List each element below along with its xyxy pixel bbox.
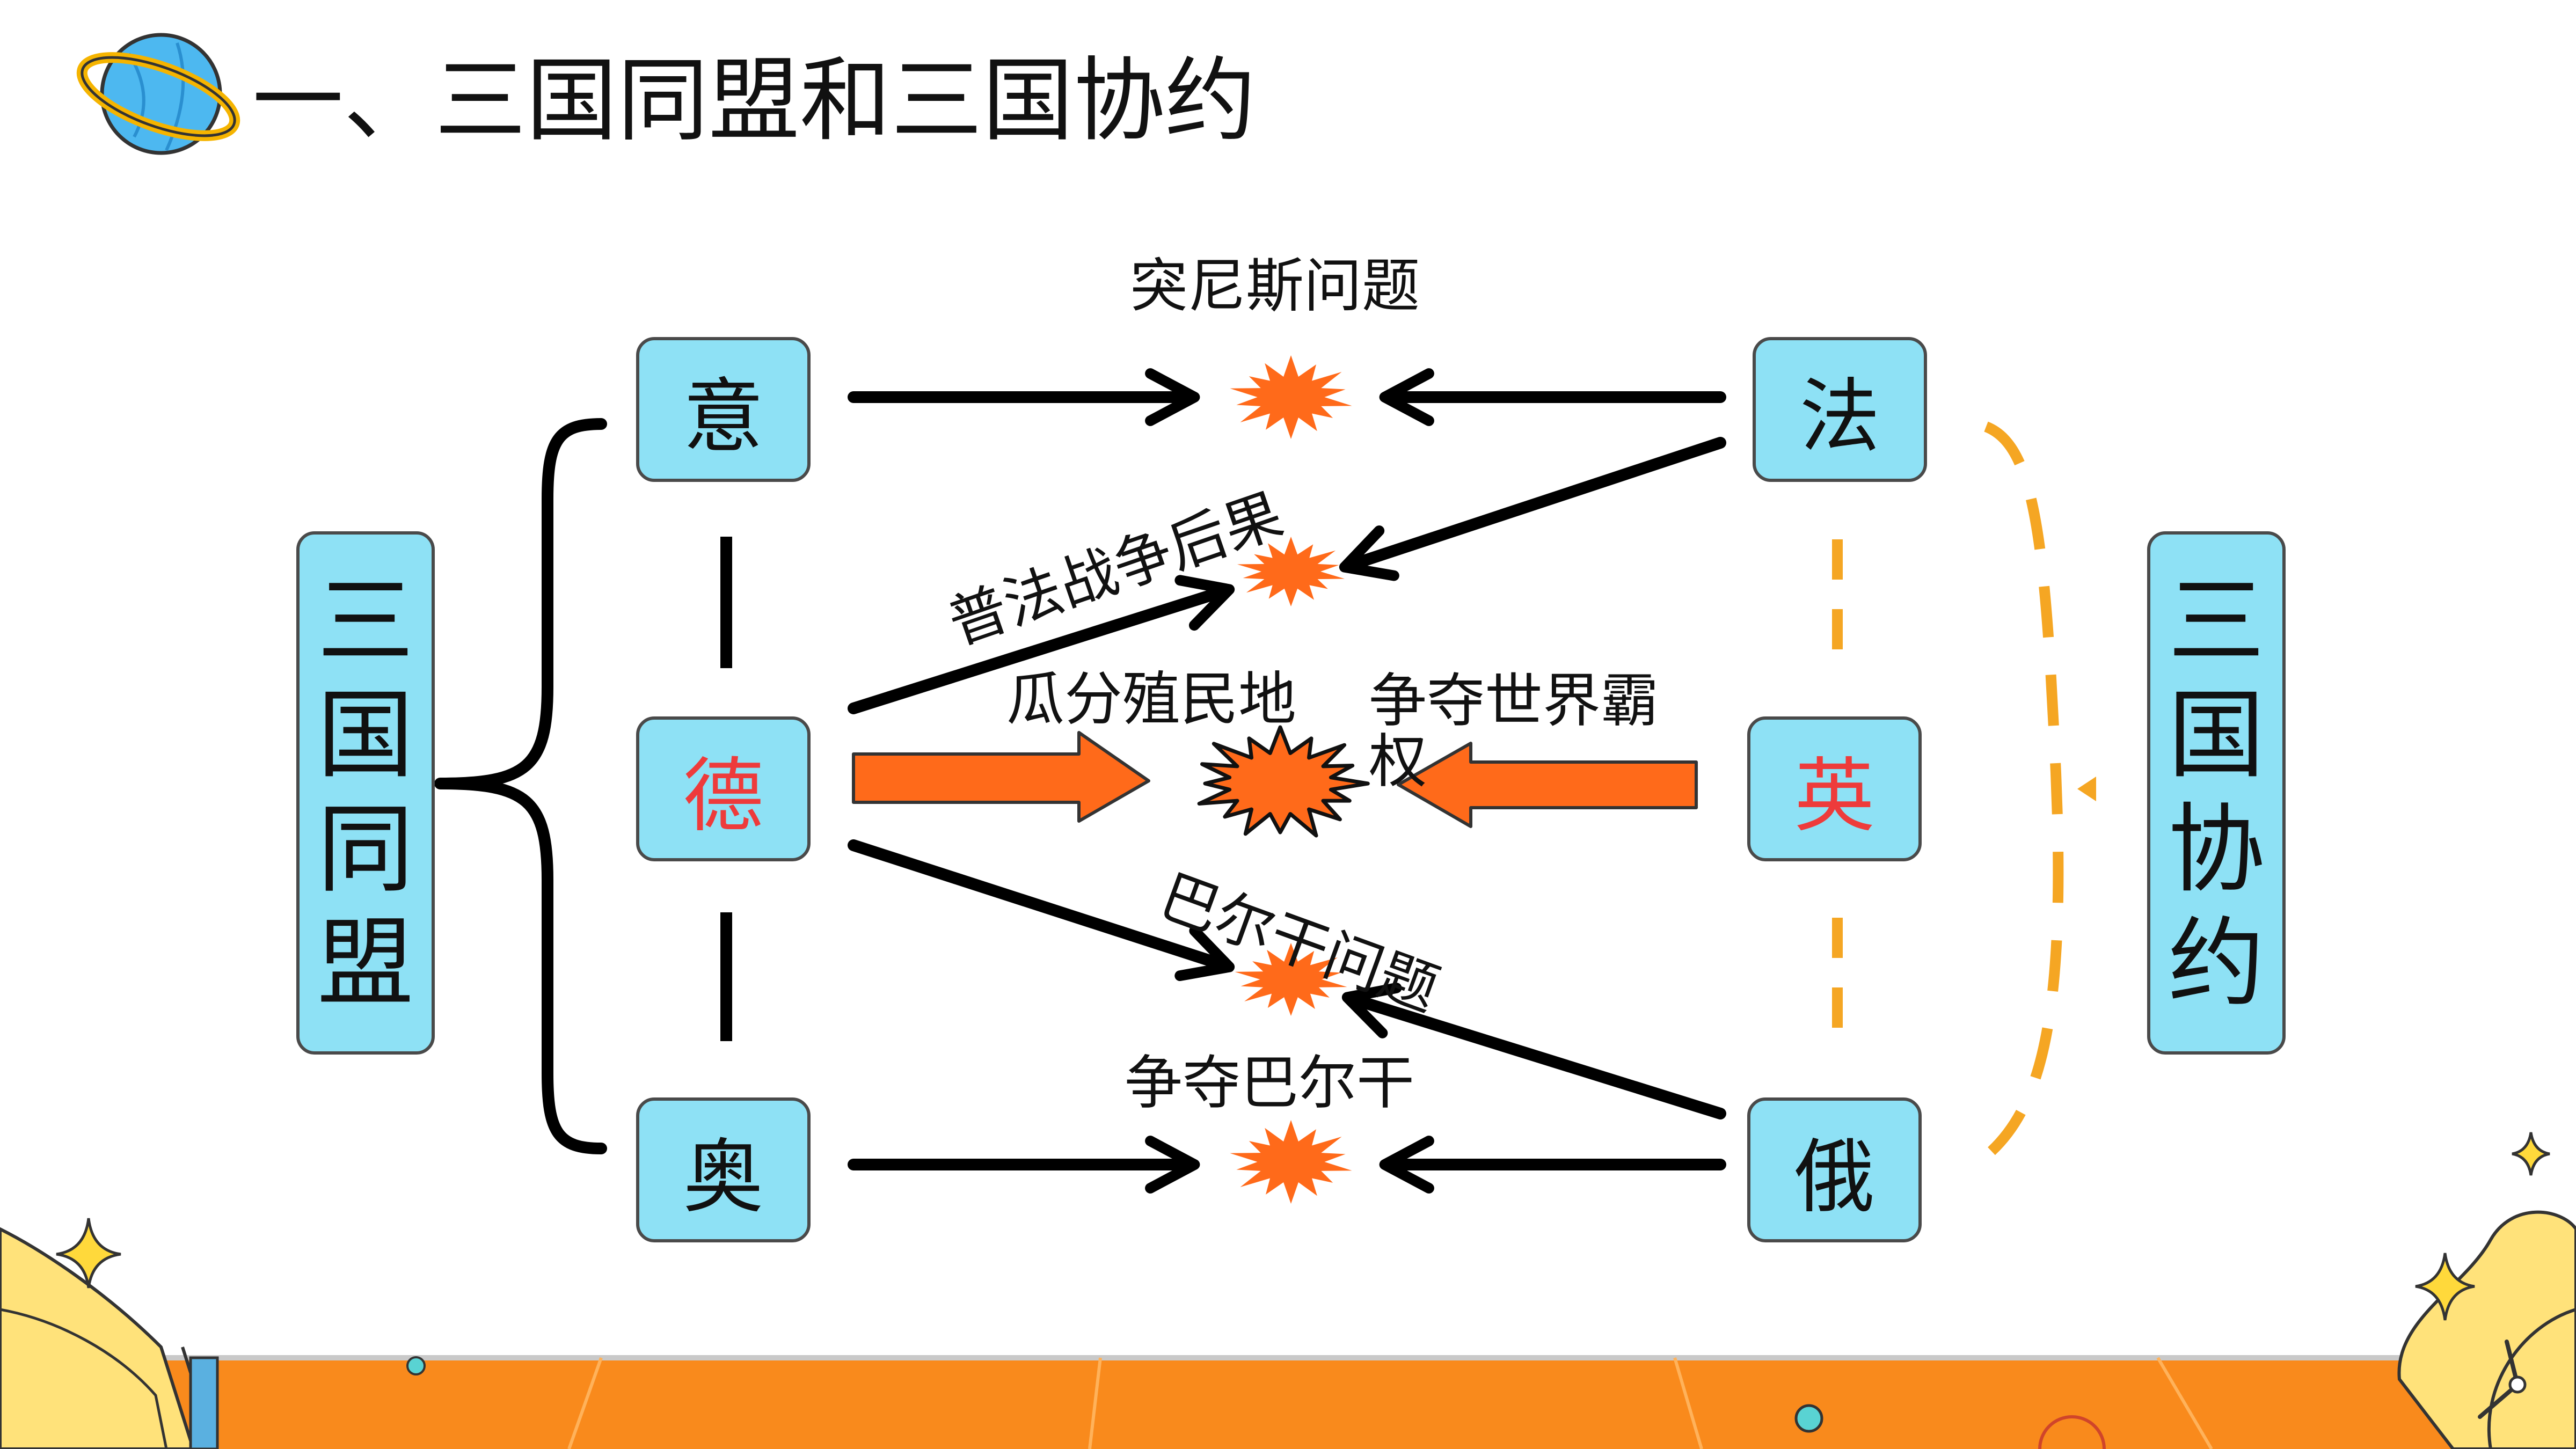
burst-hegemony <box>1197 725 1370 838</box>
entente-char: 国 <box>2168 679 2265 792</box>
node-austria: 奥 <box>636 1097 811 1242</box>
arrow-de-franco <box>848 575 1235 714</box>
label-world-hegemony: 争夺世界霸权 <box>1369 668 1659 796</box>
planet-icon <box>76 33 240 155</box>
alliance-char: 盟 <box>317 907 414 1020</box>
block-arrow-de <box>852 731 1150 823</box>
slide-title: 一、三国同盟和三国协约 <box>252 48 1257 154</box>
entente-bracket <box>1984 421 2064 1155</box>
entente-char: 约 <box>2168 907 2265 1020</box>
burst-balkanfight <box>1230 1120 1352 1204</box>
entente-char: 协 <box>2168 793 2265 906</box>
burst-tunisia <box>1230 355 1352 439</box>
alliance-brace <box>434 418 607 1154</box>
arrow-e-balkan <box>1341 982 1726 1119</box>
book-icon <box>0 1227 219 1449</box>
node-britain: 英 <box>1747 716 1922 861</box>
node-italy: 意 <box>636 337 811 482</box>
label-tunisia: 突尼斯问题 <box>1130 253 1420 320</box>
sparkle-icon <box>56 1132 2550 1321</box>
clock-icon <box>2397 1210 2576 1449</box>
burst-balkan <box>1235 943 1347 1016</box>
arrow-fa-franco <box>1339 437 1726 581</box>
bracket-pointer <box>2077 777 2096 801</box>
block-arrow-ying <box>1397 742 1698 828</box>
label-colonies: 瓜分殖民地 <box>1006 666 1297 733</box>
alliance-char: 同 <box>317 793 414 906</box>
triple-entente-box: 三 国 协 约 <box>2147 531 2286 1055</box>
footer-band <box>0 1355 2576 1449</box>
burst-franco <box>1237 537 1345 606</box>
alliance-char: 国 <box>317 679 414 792</box>
triple-alliance-box: 三 国 同 盟 <box>296 531 435 1055</box>
node-russia: 俄 <box>1747 1097 1922 1242</box>
alliance-char: 三 <box>317 565 414 678</box>
node-france: 法 <box>1753 337 1927 482</box>
entente-char: 三 <box>2168 565 2265 678</box>
label-balkan-fight: 争夺巴尔干 <box>1125 1050 1415 1117</box>
node-germany: 德 <box>636 716 811 861</box>
arrow-de-balkan <box>848 839 1235 982</box>
